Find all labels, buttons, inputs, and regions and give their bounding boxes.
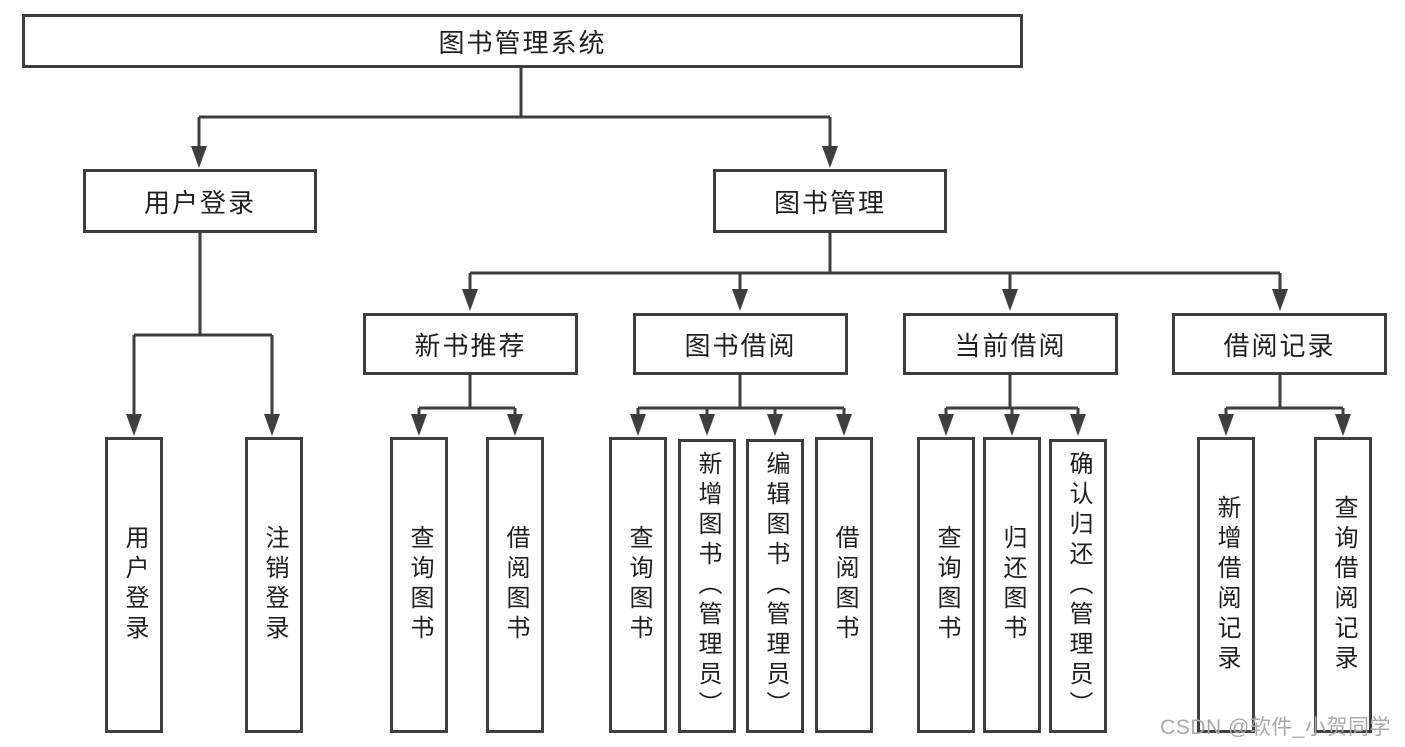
leaf-label: 归还图书 [999, 525, 1026, 645]
node-label: 当前借阅 [954, 330, 1067, 361]
node-label: 新书推荐 [414, 330, 527, 361]
leaf-label: 借阅图书 [831, 525, 858, 645]
node-label: 图书管理系统 [438, 27, 607, 58]
node-book-management: 图书管理 [713, 169, 947, 233]
leaf-label: 新增图书（管理员） [694, 451, 721, 721]
node-borrow-records: 借阅记录 [1172, 313, 1387, 375]
node-label: 用户登录 [143, 187, 256, 218]
leaf-query-borrow-record: 查询借阅记录 [1314, 437, 1372, 733]
leaf-label: 用户登录 [121, 525, 148, 645]
leaf-user-login: 用户登录 [105, 437, 163, 733]
leaf-label: 查询图书 [406, 525, 433, 645]
node-library-system: 图书管理系统 [22, 14, 1023, 68]
leaf-label: 查询图书 [625, 525, 652, 645]
leaf-add-book-admin: 新增图书（管理员） [678, 439, 736, 733]
node-label: 借阅记录 [1223, 330, 1336, 361]
leaf-query-book-recommend: 查询图书 [390, 437, 448, 733]
leaf-edit-book-admin: 编辑图书（管理员） [746, 439, 804, 733]
leaf-add-borrow-record: 新增借阅记录 [1197, 437, 1255, 733]
leaf-label: 注销登录 [261, 525, 288, 645]
node-label: 图书借阅 [684, 330, 797, 361]
leaf-label: 确认归还（管理员） [1065, 451, 1092, 721]
leaf-label: 编辑图书（管理员） [762, 451, 789, 721]
leaf-label: 查询图书 [933, 525, 960, 645]
leaf-confirm-return-admin: 确认归还（管理员） [1049, 439, 1107, 733]
leaf-borrow-book: 借阅图书 [815, 437, 873, 733]
leaf-label: 新增借阅记录 [1213, 495, 1240, 675]
csdn-watermark: CSDN @软件_小贺同学 [1160, 716, 1391, 739]
leaf-borrow-book-recommend: 借阅图书 [486, 437, 544, 733]
leaf-label: 借阅图书 [502, 525, 529, 645]
node-new-book-recommend: 新书推荐 [363, 313, 578, 375]
arrowheads [126, 146, 1351, 436]
leaf-return-book: 归还图书 [983, 437, 1041, 733]
node-user-login: 用户登录 [83, 169, 317, 233]
leaf-logout-login: 注销登录 [245, 437, 303, 733]
leaf-label: 查询借阅记录 [1330, 495, 1357, 675]
node-label: 图书管理 [773, 187, 886, 218]
node-current-borrow: 当前借阅 [903, 313, 1118, 375]
leaf-query-book-current: 查询图书 [917, 437, 975, 733]
node-book-borrow: 图书借阅 [633, 313, 848, 375]
leaf-query-book-borrow: 查询图书 [609, 437, 667, 733]
